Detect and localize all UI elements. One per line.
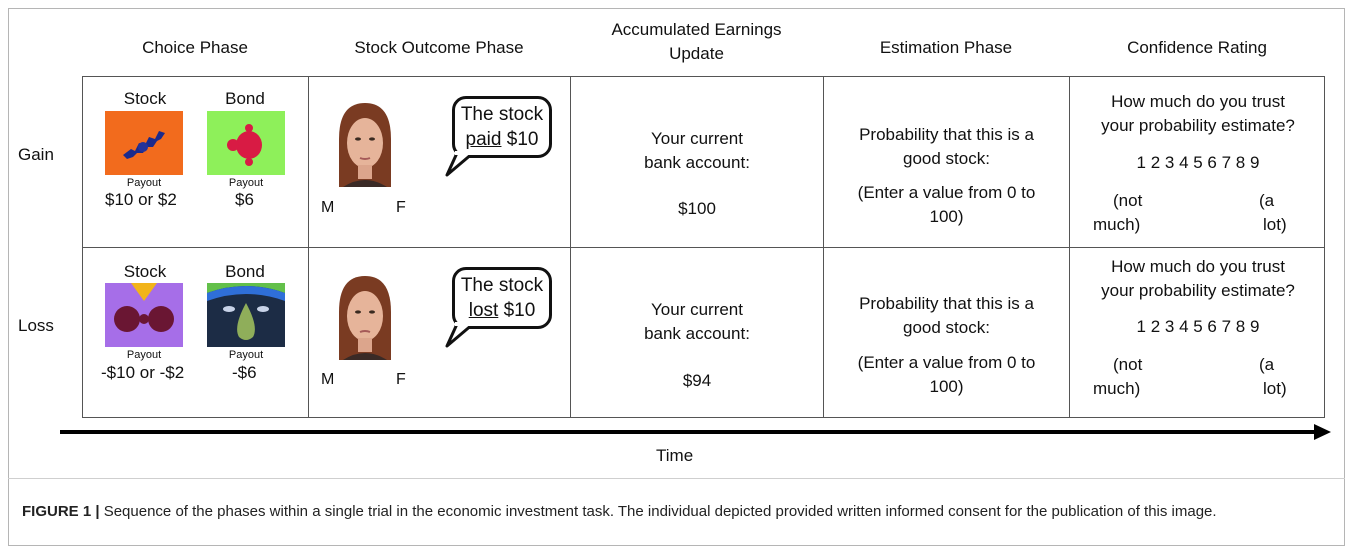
gain-speech-bubble: The stock paid $10 — [452, 96, 552, 158]
figure-label: FIGURE 1 | — [22, 503, 100, 520]
header-earnings-line2: Update — [669, 44, 724, 63]
gain-estimate-instructions: (Enter a value from 0 to 100) — [824, 181, 1069, 229]
gain-high-b: lot) — [1263, 215, 1287, 234]
time-arrow-head-icon — [1314, 424, 1331, 440]
gain-male-option[interactable]: M — [321, 199, 335, 216]
gain-bank-account-text: Your current bank account: — [571, 127, 823, 175]
loss-trust-question: How much do you trust your probability e… — [1070, 255, 1326, 303]
loss-high-b: lot) — [1263, 379, 1287, 398]
gain-bubble-amount: $10 — [501, 129, 539, 150]
loss-stock-payout-value: -$10 or -$2 — [101, 363, 185, 382]
gain-bank-line1: Your current — [651, 129, 743, 148]
gain-bubble-line1: The stock — [460, 104, 544, 125]
loss-estimate-line2: good stock: — [903, 318, 990, 337]
loss-bond-label: Bond — [225, 262, 265, 281]
loss-trust-line2: your probability estimate? — [1101, 281, 1295, 300]
row-label-loss: Loss — [18, 316, 54, 335]
gain-stock-fractal-image[interactable] — [105, 111, 183, 175]
gain-bank-line2: bank account: — [644, 153, 750, 172]
loss-bubble-tail — [445, 322, 475, 348]
loss-female-option[interactable]: F — [396, 371, 406, 388]
loss-bond-payout-label: Payout — [228, 349, 264, 361]
loss-bond-fractal-image[interactable] — [207, 283, 285, 347]
loss-bank-amount: $94 — [682, 371, 712, 390]
loss-estimate-instructions: (Enter a value from 0 to 100) — [824, 351, 1069, 399]
gain-bond-label: Bond — [225, 89, 265, 108]
loss-low-b: much) — [1093, 379, 1141, 398]
header-choice-phase: Choice Phase — [142, 38, 248, 57]
gain-face-image — [339, 103, 391, 187]
loss-estimate-line4: 100) — [929, 377, 964, 396]
gain-bubble-tail — [445, 151, 475, 177]
gain-rating-scale[interactable]: 1 2 3 4 5 6 7 8 9 — [1136, 153, 1260, 172]
gain-trust-line2: your probability estimate? — [1101, 116, 1295, 135]
gain-estimate-line1: Probability that this is a — [859, 125, 1034, 144]
loss-rating-scale[interactable]: 1 2 3 4 5 6 7 8 9 — [1136, 317, 1260, 336]
gain-bond-fractal-image[interactable] — [207, 111, 285, 175]
loss-bond-payout-value: -$6 — [232, 363, 257, 382]
header-confidence-rating: Confidence Rating — [1127, 38, 1267, 57]
loss-estimate-line1: Probability that this is a — [859, 294, 1034, 313]
loss-bubble-line1: The stock — [460, 275, 544, 296]
loss-bubble-verb: lost — [468, 300, 499, 321]
loss-stock-payout-label: Payout — [126, 349, 162, 361]
loss-low-a: (not — [1113, 355, 1143, 374]
loss-bank-line2: bank account: — [644, 324, 750, 343]
header-earnings-line1: Accumulated Earnings — [611, 20, 782, 39]
gain-estimate-line3: (Enter a value from 0 to — [857, 183, 1036, 202]
gain-scale-low-label: (not much) — [1093, 189, 1153, 237]
gain-trust-question: How much do you trust your probability e… — [1070, 90, 1326, 138]
loss-estimate-prompt: Probability that this is a good stock: — [824, 292, 1069, 340]
loss-trust-line1: How much do you trust — [1111, 257, 1285, 276]
gain-scale-high-label: (a lot) — [1259, 189, 1309, 237]
gain-stock-payout-value: $10 or $2 — [105, 190, 177, 209]
loss-stock-fractal-image[interactable] — [105, 283, 183, 347]
time-label: Time — [656, 446, 694, 465]
gain-bond-payout-value: $6 — [235, 190, 254, 209]
gain-estimate-line4: 100) — [929, 207, 964, 226]
gain-estimate-line2: good stock: — [903, 149, 990, 168]
gain-bubble-verb: paid — [465, 129, 502, 150]
row-label-gain: Gain — [18, 145, 54, 164]
loss-stock-label: Stock — [123, 262, 167, 281]
gain-low-a: (not — [1113, 191, 1143, 210]
figure-frame — [8, 8, 1345, 546]
gain-trust-line1: How much do you trust — [1111, 92, 1285, 111]
loss-scale-low-label: (not much) — [1093, 353, 1153, 401]
gain-female-option[interactable]: F — [396, 199, 406, 216]
header-stock-outcome-phase: Stock Outcome Phase — [354, 38, 524, 57]
gain-high-a: (a — [1259, 191, 1275, 210]
gain-low-b: much) — [1093, 215, 1141, 234]
caption-divider — [8, 478, 1345, 479]
loss-bank-account-text: Your current bank account: — [571, 298, 823, 346]
gain-stock-payout-label: Payout — [126, 177, 162, 189]
loss-speech-bubble: The stock lost $10 — [452, 267, 552, 329]
caption-text: Sequence of the phases within a single t… — [99, 503, 1217, 520]
grid-hline — [83, 247, 1324, 248]
header-estimation-phase: Estimation Phase — [879, 38, 1013, 57]
loss-face-image — [339, 276, 391, 360]
loss-bubble-amount: $10 — [498, 300, 536, 321]
loss-estimate-line3: (Enter a value from 0 to — [857, 353, 1036, 372]
time-arrow-line — [60, 430, 1316, 434]
loss-scale-high-label: (a lot) — [1259, 353, 1309, 401]
gain-bond-payout-label: Payout — [228, 177, 264, 189]
loss-male-option[interactable]: M — [321, 371, 335, 388]
gain-stock-label: Stock — [123, 89, 167, 108]
gain-estimate-prompt: Probability that this is a good stock: — [824, 123, 1069, 171]
loss-high-a: (a — [1259, 355, 1275, 374]
loss-bank-line1: Your current — [651, 300, 743, 319]
phase-grid: Stock Bond Payout Payout $10 or $2 $6 M … — [82, 76, 1325, 418]
gain-bank-amount: $100 — [678, 199, 716, 218]
figure-caption: FIGURE 1 | Sequence of the phases within… — [22, 500, 1322, 523]
